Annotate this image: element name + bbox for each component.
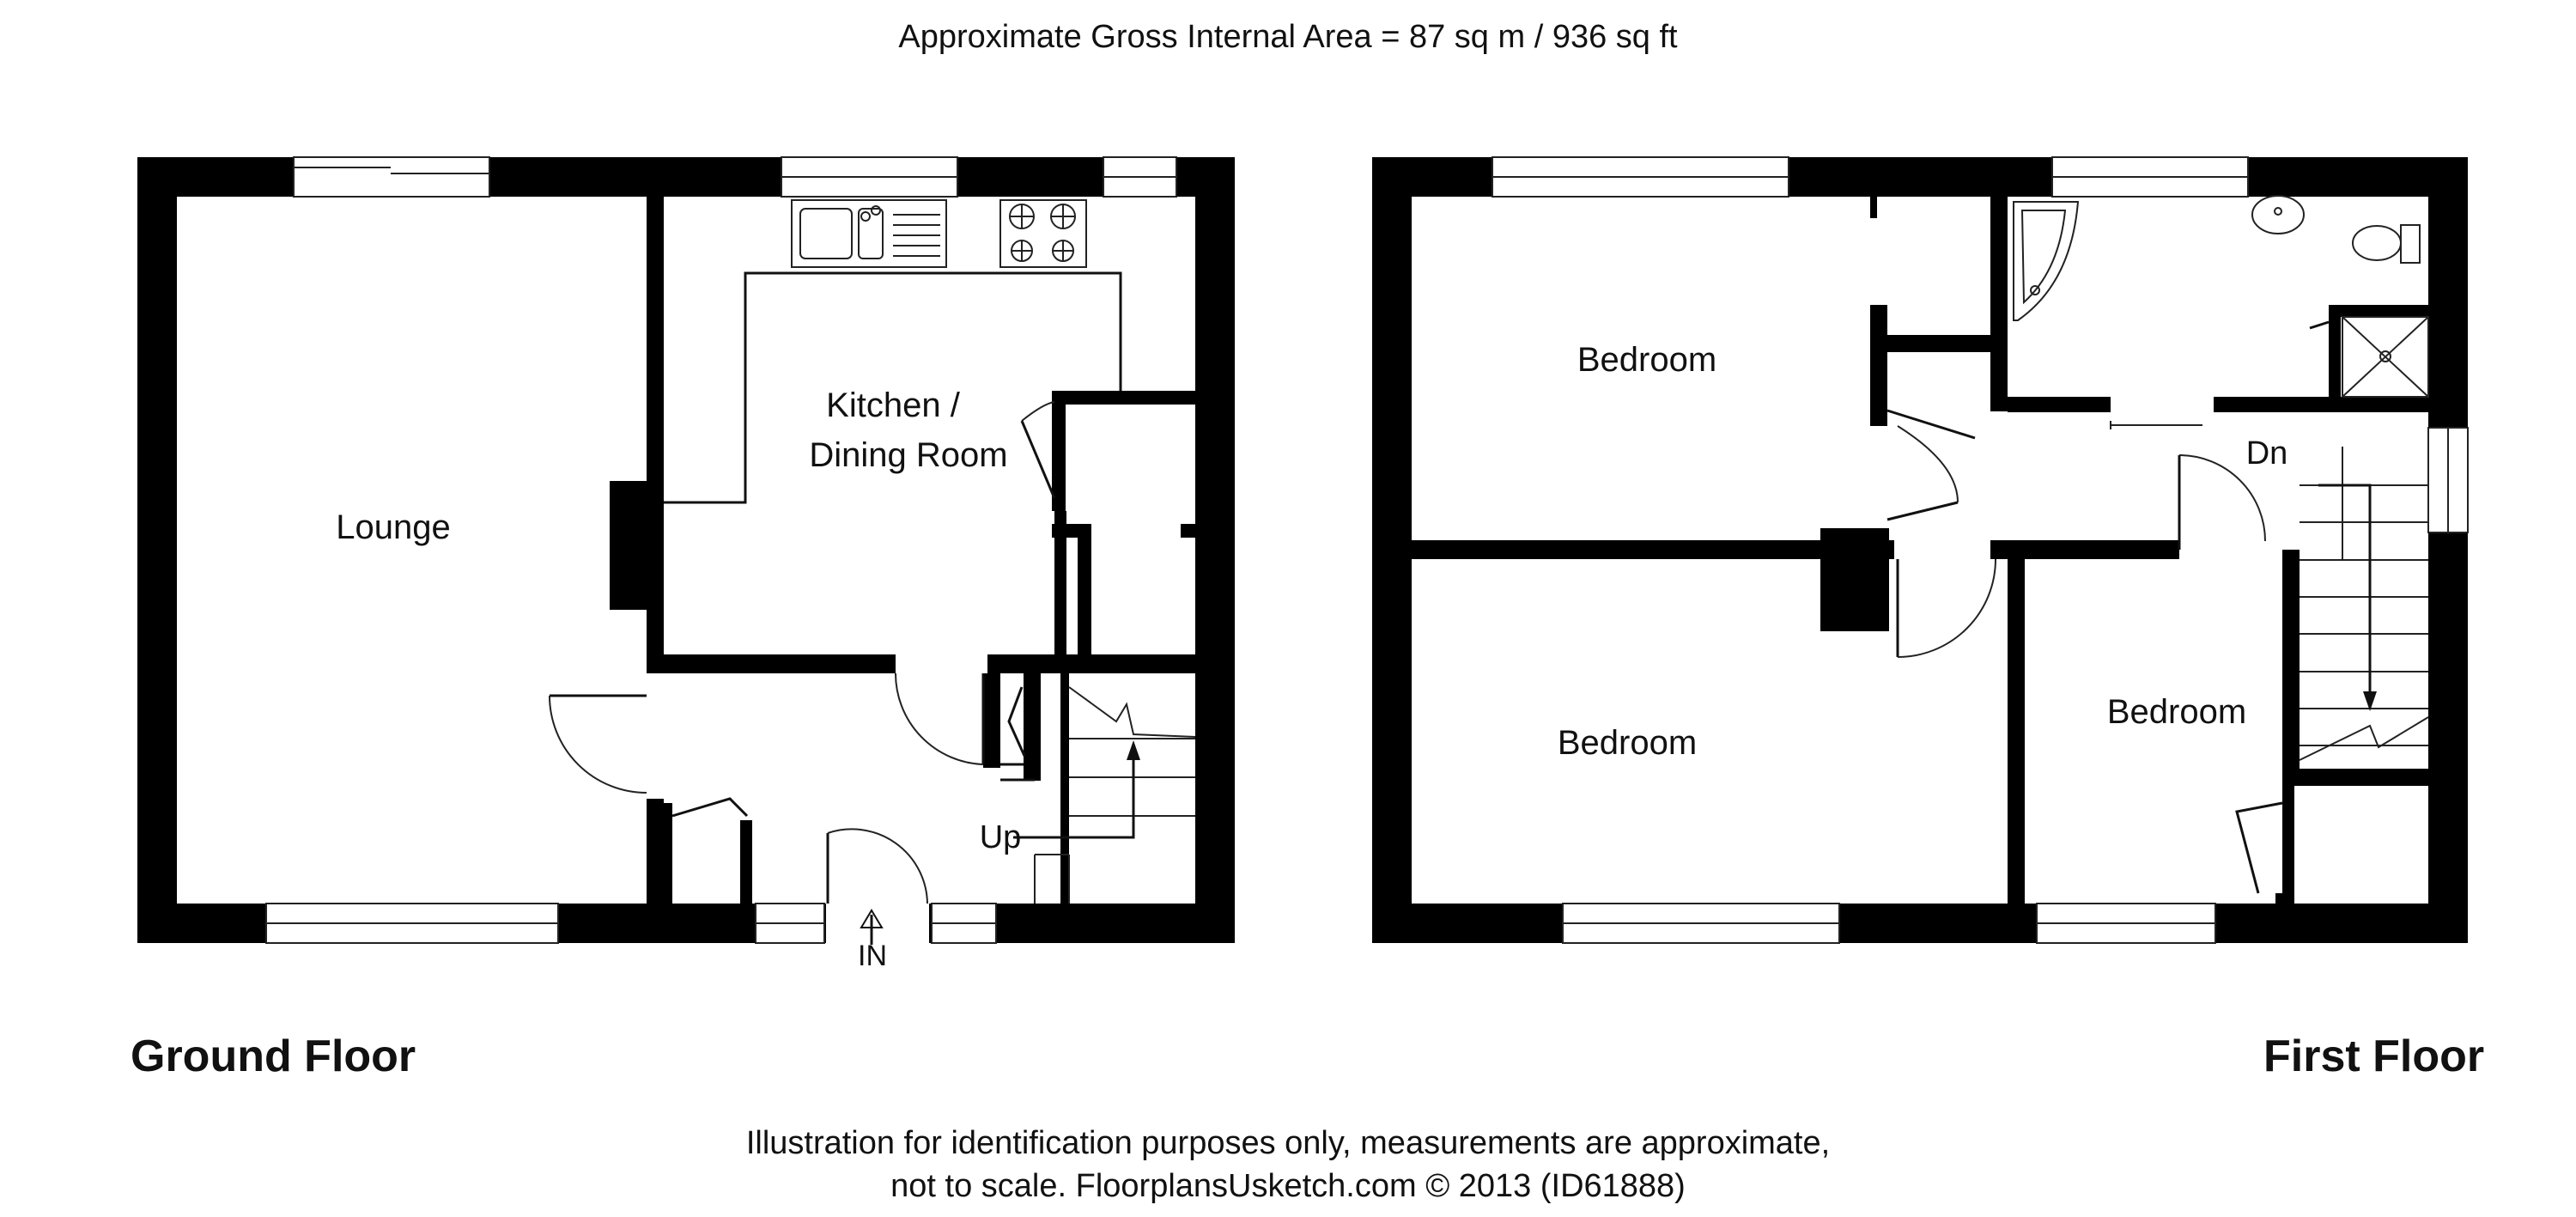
ground-kitchen-worktop <box>664 271 1122 504</box>
label-entrance: IN <box>858 940 887 972</box>
first-floor-title: First Floor <box>2263 1031 2485 1081</box>
first-bedroom1-cupboard-wall <box>1870 305 1887 425</box>
room-label-kitchen-line1: Kitchen / <box>826 386 961 424</box>
ground-chimney-breast <box>610 481 664 610</box>
first-floor-plan: Bedroom Bedroom Bedroom Dn <box>1372 156 2469 944</box>
room-label-bedroom-3: Bedroom <box>2107 693 2246 731</box>
first-landing-wall <box>1990 540 2179 559</box>
first-bathroom-bottom-wall-right <box>2214 397 2428 412</box>
ground-floor-plan: Lounge Kitchen / Dining Room Up IN <box>137 156 1235 972</box>
ground-stair-up-arrow <box>1013 747 1135 839</box>
first-stair-left-wall <box>2282 550 2300 769</box>
ground-wall-right <box>1195 157 1235 943</box>
room-label-bedroom-1: Bedroom <box>1577 341 1716 379</box>
first-shower-tray <box>2342 316 2429 398</box>
first-bathroom-bottom-wall-left <box>2008 397 2111 412</box>
first-staircase <box>2299 447 2429 761</box>
ground-wall-left <box>137 157 177 943</box>
first-wall-bottom <box>1372 904 2468 943</box>
ground-kitchen-hob <box>999 199 1087 268</box>
ground-kitchen-cupboard-door <box>1020 420 1056 499</box>
first-stair-bottom-wall <box>2282 769 2428 786</box>
ground-stair-cupboard-wall <box>1024 673 1041 781</box>
area-heading: Approximate Gross Internal Area = 87 sq … <box>898 19 1678 55</box>
ground-wall-kitchen-bottom-left <box>664 654 896 673</box>
ground-stair-cupboard-door <box>1007 686 1026 757</box>
first-stair-down-arrow <box>2318 484 2372 704</box>
first-bathroom-left-wall <box>1990 197 2008 411</box>
ground-stair-wall <box>1060 673 1069 904</box>
ground-entrance-opening <box>826 904 929 943</box>
room-label-lounge: Lounge <box>336 508 450 546</box>
room-label-bedroom-2: Bedroom <box>1558 724 1697 762</box>
first-wall-bedroom1-bedroom2 <box>1412 540 1894 559</box>
footer-disclaimer-line2: not to scale. FloorplansUsketch.com © 20… <box>890 1168 1686 1204</box>
first-bedroom2-bedroom3-wall <box>2008 540 2025 904</box>
footer-disclaimer-line1: Illustration for identification purposes… <box>745 1125 1831 1161</box>
first-wc <box>2352 225 2402 261</box>
first-bedroom1-door <box>1886 501 1959 521</box>
ground-wall-lounge-hall <box>647 799 664 904</box>
first-wall-left <box>1372 157 1412 943</box>
label-stairs-up: Up <box>980 819 1022 855</box>
first-corner-bath <box>2013 201 2080 321</box>
ground-wall-kitchen-bottom-right <box>987 654 1195 673</box>
ground-staircase <box>1013 686 1196 904</box>
room-label-kitchen-line2: Dining Room <box>809 436 1007 474</box>
first-cupboard-door <box>1886 409 1976 440</box>
first-wash-basin <box>2251 195 2305 234</box>
ground-cupboard-inner-wall <box>1078 524 1091 654</box>
ground-cupboard-left-wall-upper <box>1052 391 1066 511</box>
ground-hall-cupboard-door <box>671 797 749 818</box>
ground-floor-title: Ground Floor <box>131 1031 416 1081</box>
ground-lounge-top-window <box>293 156 490 198</box>
first-shower-door <box>2309 320 2330 330</box>
first-wall-right-lower <box>2428 532 2468 943</box>
first-wall-right-upper <box>2428 157 2468 428</box>
ground-wall-hall-divider <box>983 673 1000 768</box>
label-stairs-down: Dn <box>2246 435 2288 472</box>
ground-kitchen-sink <box>791 199 947 268</box>
first-bedroom3-cupboard-door <box>2235 801 2283 894</box>
ground-cupboard-top-wall <box>1052 391 1195 405</box>
